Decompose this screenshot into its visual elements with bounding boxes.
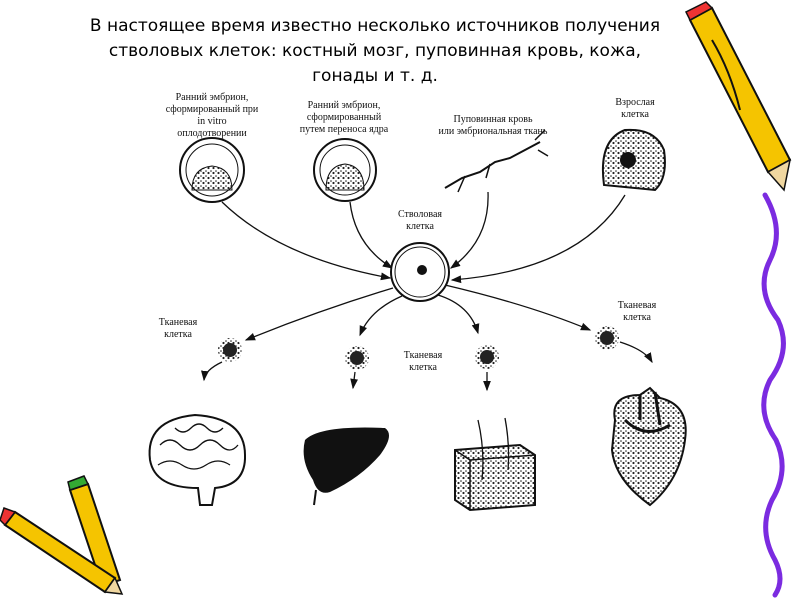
- source-label-ivf-embryo: Ранний эмбрион, сформированный при in vi…: [166, 92, 259, 139]
- umbilical-cord-icon: [444, 129, 549, 193]
- tissue-cell-label: Тканевая клетка: [159, 317, 198, 340]
- pencil-top-right-icon: [684, 1, 792, 192]
- stem-cell-icon: [390, 242, 450, 302]
- svg-text:сформированный при: сформированный при: [166, 104, 259, 115]
- svg-text:Тканевая: Тканевая: [618, 300, 657, 311]
- heart-icon: [610, 386, 687, 507]
- svg-text:клетка: клетка: [623, 312, 651, 323]
- title-line: гонады и т. д.: [312, 66, 438, 86]
- ivf-embryo-icon: [179, 137, 245, 203]
- svg-text:Тканевая: Тканевая: [159, 317, 198, 328]
- title-line: стволовых клеток: костный мозг, пуповинн…: [108, 41, 642, 61]
- svg-text:Тканевая: Тканевая: [404, 350, 443, 361]
- tissue-cell-icon: [218, 338, 242, 362]
- svg-text:Взрослая: Взрослая: [615, 97, 655, 108]
- svg-text:Пуповинная кровь: Пуповинная кровь: [453, 114, 532, 125]
- svg-text:Ранний эмбрион,: Ранний эмбрион,: [308, 100, 381, 111]
- skin-tissue-icon: [454, 417, 536, 512]
- nuclear-transfer-embryo-icon: [313, 138, 377, 202]
- stem-cell-label: Стволовая клетка: [398, 209, 442, 232]
- tissue-cell-icon: [345, 346, 369, 370]
- svg-text:Стволовая: Стволовая: [398, 209, 442, 220]
- source-label-cord-blood: Пуповинная кровь или эмбриональная ткань: [439, 114, 548, 137]
- svg-text:Ранний эмбрион,: Ранний эмбрион,: [176, 92, 249, 103]
- svg-text:или эмбриональная ткань: или эмбриональная ткань: [439, 126, 548, 137]
- tissue-cell-label: Тканевая клетка: [404, 350, 443, 373]
- tissue-cell-label: Тканевая клетка: [618, 300, 657, 323]
- svg-text:сформированный: сформированный: [307, 112, 382, 123]
- arrows-to-tissue-cells: [201, 284, 653, 392]
- brain-icon: [148, 413, 247, 506]
- tissue-cell-icon: [595, 326, 619, 350]
- source-label-adult-cell: Взрослая клетка: [615, 97, 655, 120]
- purple-squiggle-icon: [761, 192, 786, 598]
- source-label-nuclear-transfer-embryo: Ранний эмбрион, сформированный путем пер…: [300, 100, 389, 135]
- svg-text:клетка: клетка: [409, 362, 437, 373]
- svg-text:клетка: клетка: [164, 329, 192, 340]
- svg-text:оплодотворении: оплодотворении: [177, 128, 247, 139]
- svg-text:клетка: клетка: [406, 221, 434, 232]
- slide-title: В настоящее время известно несколько ист…: [60, 14, 690, 89]
- liver-icon: [303, 427, 389, 506]
- arrows-to-stem-cell: [221, 191, 626, 284]
- adult-cell-icon: [601, 128, 666, 192]
- title-line: В настоящее время известно несколько ист…: [89, 16, 661, 36]
- svg-text:in vitro: in vitro: [197, 116, 226, 127]
- pencils-bottom-left-icon: [0, 475, 124, 595]
- svg-text:клетка: клетка: [621, 109, 649, 120]
- tissue-cell-icon: [475, 345, 499, 369]
- svg-text:путем переноса ядра: путем переноса ядра: [300, 124, 389, 135]
